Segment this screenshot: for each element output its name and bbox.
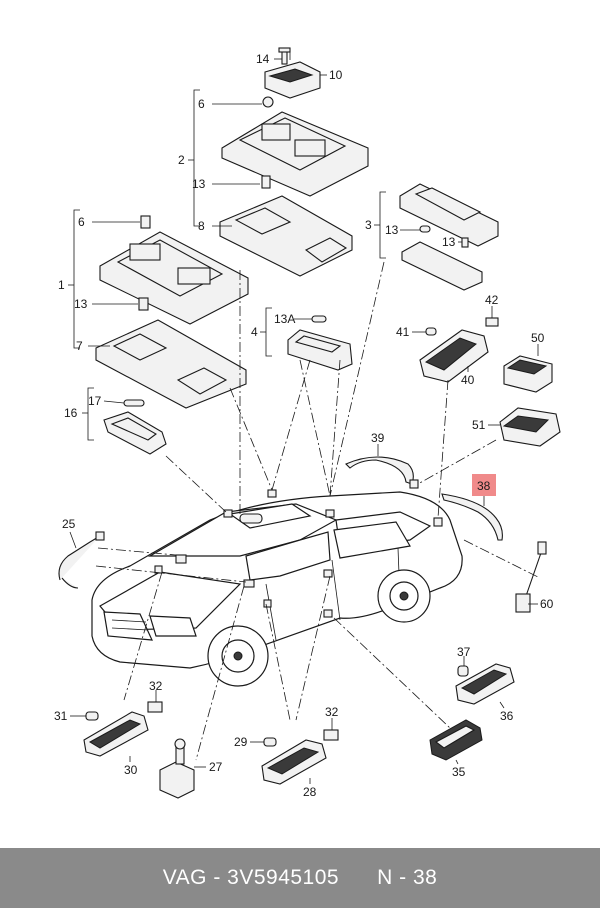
callout-7: 7 — [76, 339, 83, 353]
callout-3: 3 — [365, 218, 372, 232]
callout-32-left: 32 — [149, 679, 163, 693]
bracket-27 — [159, 761, 195, 799]
footer-part-number: 3V5945105 — [227, 866, 340, 889]
strips-group — [345, 444, 503, 541]
callout-labels: 1 2 3 4 6 6 7 8 10 13 13 13 13 13A 14 16… — [54, 52, 554, 799]
callout-13-left: 13 — [74, 297, 88, 311]
highlight-38-box — [472, 474, 496, 496]
callout-31: 31 — [54, 709, 68, 723]
lamp-30-group — [70, 690, 163, 762]
callout-2: 2 — [178, 153, 185, 167]
strip-38 — [441, 493, 503, 541]
lens-35-group — [429, 719, 483, 765]
car-illustration — [91, 479, 463, 687]
callout-32-center: 32 — [325, 705, 339, 719]
callout-8: 8 — [198, 219, 205, 233]
callout-60: 60 — [540, 597, 554, 611]
callout-1: 1 — [58, 278, 65, 292]
lamp-28-group — [250, 718, 339, 785]
callout-29: 29 — [234, 735, 248, 749]
footer-gap — [339, 866, 377, 890]
lamp-36-group — [455, 656, 515, 709]
callout-13-right-b: 13 — [442, 235, 456, 249]
callout-50: 50 — [531, 331, 545, 345]
callout-10: 10 — [329, 68, 343, 82]
callout-13-right-a: 13 — [385, 223, 399, 237]
callout-42: 42 — [485, 293, 499, 307]
assembly-1-group — [68, 209, 249, 409]
callout-37: 37 — [457, 645, 471, 659]
callout-6-top: 6 — [198, 97, 205, 111]
assembly-16-group — [82, 387, 167, 455]
callout-36: 36 — [500, 709, 514, 723]
callout-17: 17 — [88, 394, 102, 408]
rod-60-group — [515, 541, 547, 613]
footer-bar: VAG - 3V5945105 N - 38 — [0, 848, 600, 908]
console-3 — [399, 183, 499, 247]
callout-25: 25 — [62, 517, 76, 531]
callout-41: 41 — [396, 325, 410, 339]
callout-16: 16 — [64, 406, 78, 420]
callout-51: 51 — [472, 418, 486, 432]
panel-3 — [401, 241, 483, 291]
assembly-3-group — [374, 183, 499, 291]
callout-13-top: 13 — [192, 177, 206, 191]
callout-6-left: 6 — [78, 215, 85, 229]
callout-30: 30 — [124, 763, 138, 777]
footer-position-label: N - 38 — [377, 866, 438, 889]
panel-8 — [219, 195, 353, 277]
panel-7 — [95, 319, 247, 409]
parts-diagram: 1 2 3 4 6 6 7 8 10 13 13 13 13 13A 14 16… — [54, 47, 561, 799]
footer-separator: - — [206, 866, 228, 889]
callout-28: 28 — [303, 785, 317, 799]
lamp-40-group — [412, 306, 499, 383]
cable-25-group — [58, 531, 105, 589]
lamp-4 — [287, 329, 353, 371]
callout-35: 35 — [452, 765, 466, 779]
bracket-27-group — [159, 738, 206, 799]
footer-brand: VAG — [162, 866, 207, 889]
callout-40: 40 — [461, 373, 475, 387]
callout-27: 27 — [209, 760, 223, 774]
assembly-2-group — [188, 47, 369, 277]
assembly-4-group — [260, 307, 353, 371]
callout-4: 4 — [251, 325, 258, 339]
callout-14: 14 — [256, 52, 270, 66]
module-50-51-group — [488, 344, 561, 447]
callout-39: 39 — [371, 431, 385, 445]
callout-13A: 13A — [274, 312, 295, 326]
strip-39 — [345, 456, 414, 485]
leader-lines — [95, 261, 541, 761]
callout-38: 38 — [477, 479, 491, 493]
